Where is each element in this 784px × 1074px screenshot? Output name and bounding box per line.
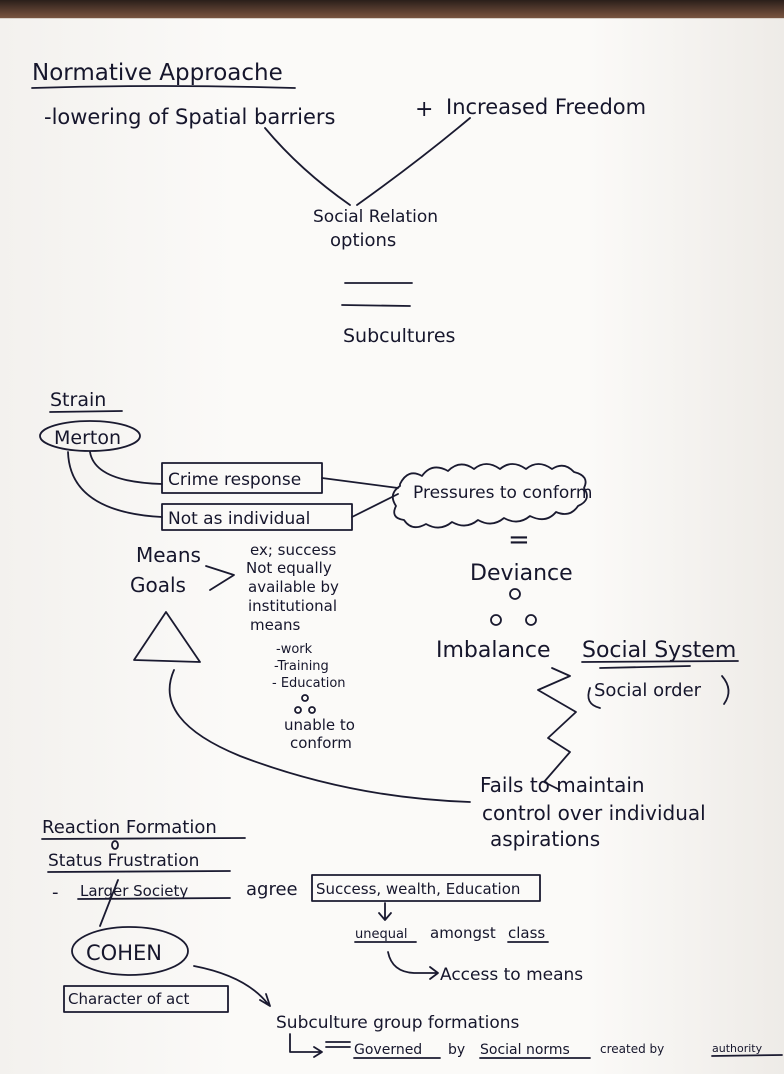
cohen-circle [71, 926, 189, 976]
reaction-title: Reaction Formation [42, 817, 217, 838]
governed-arrow [289, 1033, 323, 1058]
merton-connector-1 [89, 451, 163, 485]
success-box-text: Success, wealth, Education [316, 880, 520, 898]
larger-society-scribble [77, 897, 231, 900]
normative-title: Normative Approache [32, 60, 283, 86]
ex-line-5: means [250, 616, 301, 634]
pressures-cloud [391, 463, 588, 529]
authority-underline [711, 1054, 783, 1057]
pressures-text: Pressures to conform [413, 483, 592, 503]
deviance-text: Deviance [470, 561, 573, 586]
therefore-dot-right [525, 614, 537, 626]
fails-line-3: aspirations [490, 827, 600, 851]
cohen-connector [99, 879, 119, 927]
imbalance-text: Imbalance [436, 638, 551, 663]
increased-freedom-text: Increased Freedom [446, 95, 646, 119]
social-order-bracket-right [721, 675, 730, 705]
unequal-text: unequal [355, 927, 408, 942]
ex-line-1: ex; success [250, 541, 337, 559]
triangle-icon [133, 611, 201, 663]
status-frustration-text: Status Frustration [48, 851, 199, 871]
merton-circle [39, 420, 141, 452]
list-dot-left [294, 706, 302, 714]
created-by-text: created by [600, 1042, 664, 1056]
subcultures-text: Subcultures [343, 325, 455, 347]
ex-line-4: institutional [248, 597, 337, 615]
social-system-text: Social System [582, 638, 736, 663]
list-work: -work [276, 642, 313, 657]
scribble-mark [325, 1041, 351, 1048]
left-arrow-line [264, 127, 351, 206]
reaction-underline [41, 837, 246, 840]
crime-to-pressure-line [321, 477, 399, 489]
authority-text: authority [712, 1042, 763, 1055]
equals-sign: = [508, 525, 530, 555]
therefore-dot-top [509, 588, 521, 600]
lightning-icon [537, 667, 577, 791]
unable-line-2: conform [290, 734, 352, 752]
fails-line-1: Fails to maintain [480, 773, 645, 797]
social-order-bracket-left [587, 687, 601, 709]
list-training: -Training [274, 659, 329, 674]
amongst-text: amongst [430, 924, 496, 942]
not-individual-text: Not as individual [168, 509, 310, 529]
right-arrow-line [356, 117, 471, 206]
fails-line-2: control over individual [482, 801, 706, 825]
crime-response-text: Crime response [168, 470, 301, 490]
success-box [311, 874, 541, 902]
normative-title-underline [31, 85, 296, 89]
dash-text: - [52, 882, 59, 903]
strain-title: Strain [50, 389, 106, 411]
ex-line-3: available by [248, 578, 339, 596]
cohen-arrow [193, 965, 271, 1007]
class-text: class [508, 924, 545, 942]
therefore-dot-left [490, 614, 502, 626]
status-underline [47, 870, 231, 873]
merton-connector-2 [67, 451, 163, 518]
list-dot-right [308, 706, 316, 714]
merton-label: Merton [54, 427, 121, 449]
list-dot-top [301, 694, 309, 702]
goals-text: Goals [130, 573, 186, 597]
larger-society-text: Larger Society [80, 882, 188, 900]
list-education: - Education [272, 676, 346, 691]
social-order-text: Social order [594, 680, 702, 701]
unable-line-1: unable to [284, 716, 355, 734]
character-box [63, 985, 229, 1013]
by-text: by [448, 1042, 465, 1058]
social-system-double-line [599, 665, 691, 669]
individual-to-pressure-line [351, 493, 399, 518]
social-relation-text: Social Relation [313, 207, 438, 227]
character-text: Character of act [68, 990, 189, 1008]
social-system-underline [581, 660, 739, 663]
reaction-connector-dot [111, 840, 119, 850]
plus-sign: + [415, 97, 433, 122]
cohen-label: COHEN [86, 941, 162, 965]
access-text: Access to means [440, 965, 583, 985]
options-text: options [330, 230, 396, 251]
ex-line-2: Not equally [246, 559, 332, 577]
strain-underline [49, 410, 123, 413]
means-text: Means [136, 543, 201, 567]
subculture-text: Subculture group formations [276, 1013, 520, 1033]
agree-text: agree [246, 879, 298, 900]
greater-than-sign [205, 565, 235, 591]
governed-text: Governed [354, 1042, 422, 1058]
access-arrow [387, 951, 439, 980]
equals-line-bottom [341, 304, 411, 307]
down-arrow [378, 902, 392, 921]
triangle-arrow-line [168, 669, 471, 803]
spatial-barriers-text: -lowering of Spatial barriers [44, 105, 335, 129]
social-norms-text: Social norms [480, 1042, 570, 1058]
